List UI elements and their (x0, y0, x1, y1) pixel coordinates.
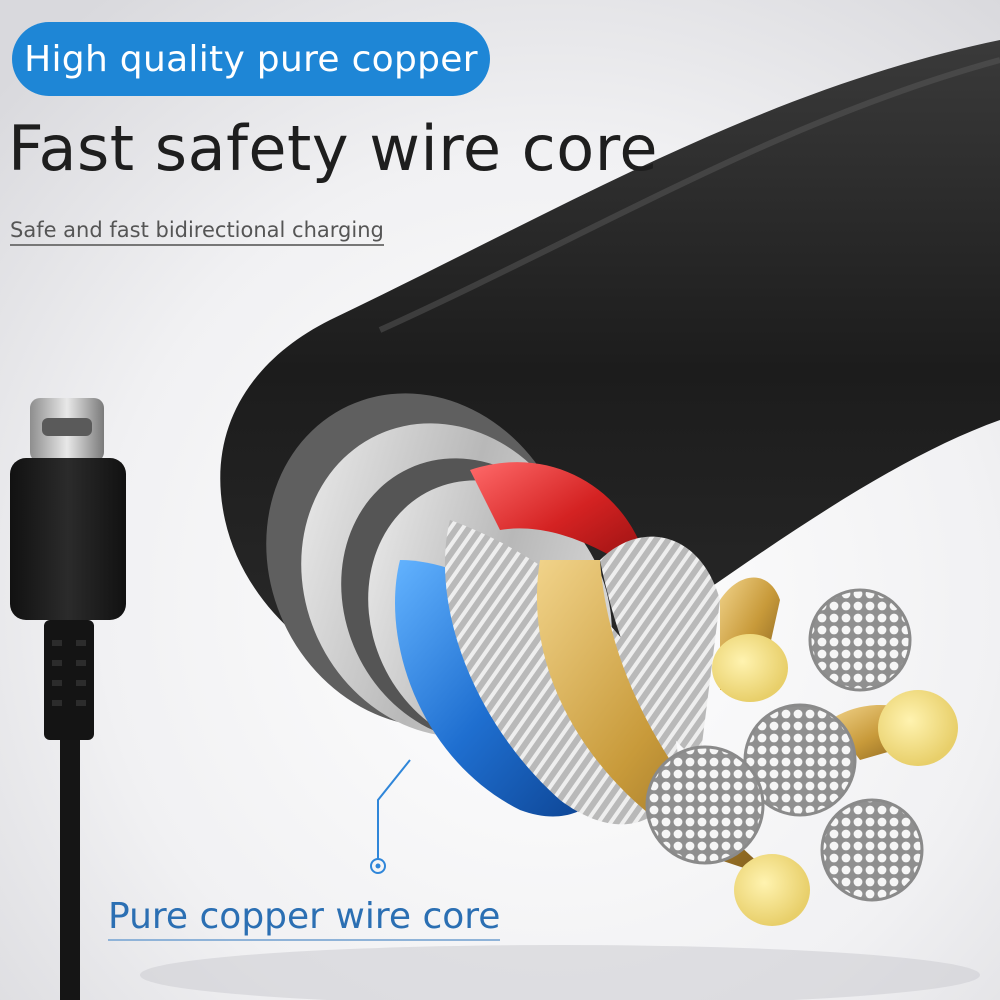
subtitle: Safe and fast bidirectional charging (10, 218, 384, 246)
copper-core-callout: Pure copper wire core (108, 896, 501, 942)
feature-badge: High quality pure copper (12, 22, 490, 96)
page-title: Fast safety wire core (8, 112, 658, 185)
